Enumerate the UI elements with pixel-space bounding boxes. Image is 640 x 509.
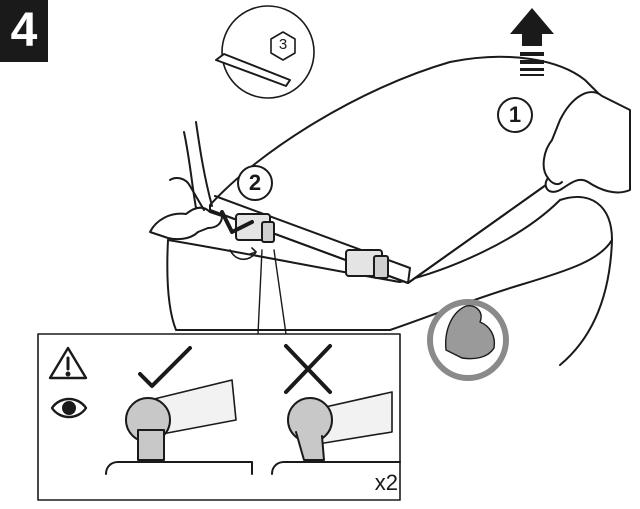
seat-lid-side [407,174,561,284]
callout-1-ring [497,97,533,133]
rotation-arrow [229,249,257,261]
callout-1-label: 1 [508,102,522,127]
left-hand [149,206,223,241]
hinge-left [235,213,275,243]
callout-2-ring [237,165,273,201]
flexed-arm-icon [445,305,496,360]
hinge-right [345,249,389,279]
tool-callout-ring [221,5,315,99]
warning-triangle-icon [48,346,88,380]
correct-hinge-detail [105,379,253,475]
incorrect-hinge-detail [271,391,401,475]
cross-mark-icon [284,344,332,394]
hex-badge [270,31,296,61]
step-number: 4 [0,0,48,62]
hex-key-in-hinge [220,210,254,234]
seat-lid-edge [209,195,411,284]
toilet-bowl-rim [167,195,613,283]
right-hand [542,91,631,194]
quantity-label: x2 [374,470,398,495]
hex-size-label: 3 [278,36,288,53]
check-mark-icon [138,346,192,388]
eye-icon [50,397,88,419]
allen-key-icon [215,53,291,87]
callout-2-label: 2 [248,170,262,195]
up-arrow-icon [510,8,554,76]
